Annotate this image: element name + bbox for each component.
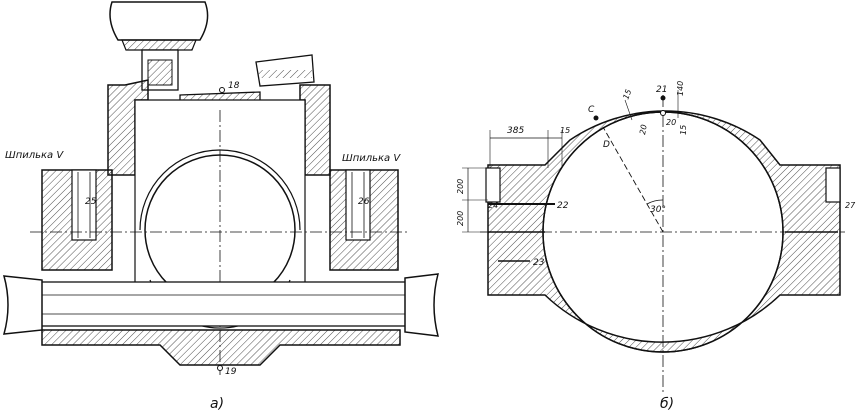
label-point-21: 21 (656, 85, 667, 95)
point-18-marker (219, 87, 225, 93)
point-19-marker (217, 365, 223, 371)
label-d: D (603, 140, 610, 150)
dim-200-bottom-text: 200 (456, 211, 465, 226)
dim-140-text: 140 (676, 81, 685, 96)
point-21-marker (660, 95, 666, 101)
label-point-24: 24 (488, 201, 498, 210)
right-slot (825, 167, 841, 203)
label-c: C (588, 105, 595, 115)
dim-20-text: 20 (638, 124, 649, 136)
pipe-left-end (2, 275, 43, 335)
right-stud (345, 169, 371, 241)
pipe-right-end (404, 273, 440, 337)
caption-b: б) (660, 396, 674, 412)
angle-30-text: 30° (650, 205, 666, 215)
dim-385-text: 385 (507, 126, 524, 136)
label-point-27: 27 (845, 201, 856, 210)
label-point-20: 20 (666, 118, 676, 127)
horizontal-pipe (39, 281, 411, 327)
dim-200-top-text: 200 (456, 179, 465, 194)
lower-shell (41, 329, 401, 366)
dim-15-right-text: 15 (679, 125, 688, 135)
stud-left-label: Шпилька V (5, 150, 64, 161)
left-slot (485, 167, 501, 203)
label-point-22: 22 (557, 201, 569, 211)
label-point-23: 23 (533, 258, 545, 268)
figure-b-cross-section: C D 21 20 22 24 27 23 385 15 15 140 15 2… (456, 81, 856, 412)
point-20-marker (660, 110, 666, 116)
label-point-26: 26 (358, 197, 370, 207)
left-stud (71, 169, 97, 241)
figure-a-cross-section: 18 19 25 26 Шпилька V Шпилька V а) (2, 1, 440, 412)
point-c-marker (593, 115, 599, 121)
label-point-18: 18 (228, 81, 240, 91)
dim-15-left-text: 15 (560, 126, 570, 135)
top-cap (109, 1, 209, 41)
angle-arc (646, 199, 664, 205)
top-cap-flange (121, 39, 197, 51)
caption-a: а) (210, 396, 224, 412)
dim-15-top-text: 15 (621, 88, 633, 101)
radial-line (602, 126, 664, 233)
label-point-19: 19 (225, 367, 237, 377)
stud-right-label: Шпилька V (342, 153, 401, 164)
label-point-25: 25 (85, 197, 97, 207)
